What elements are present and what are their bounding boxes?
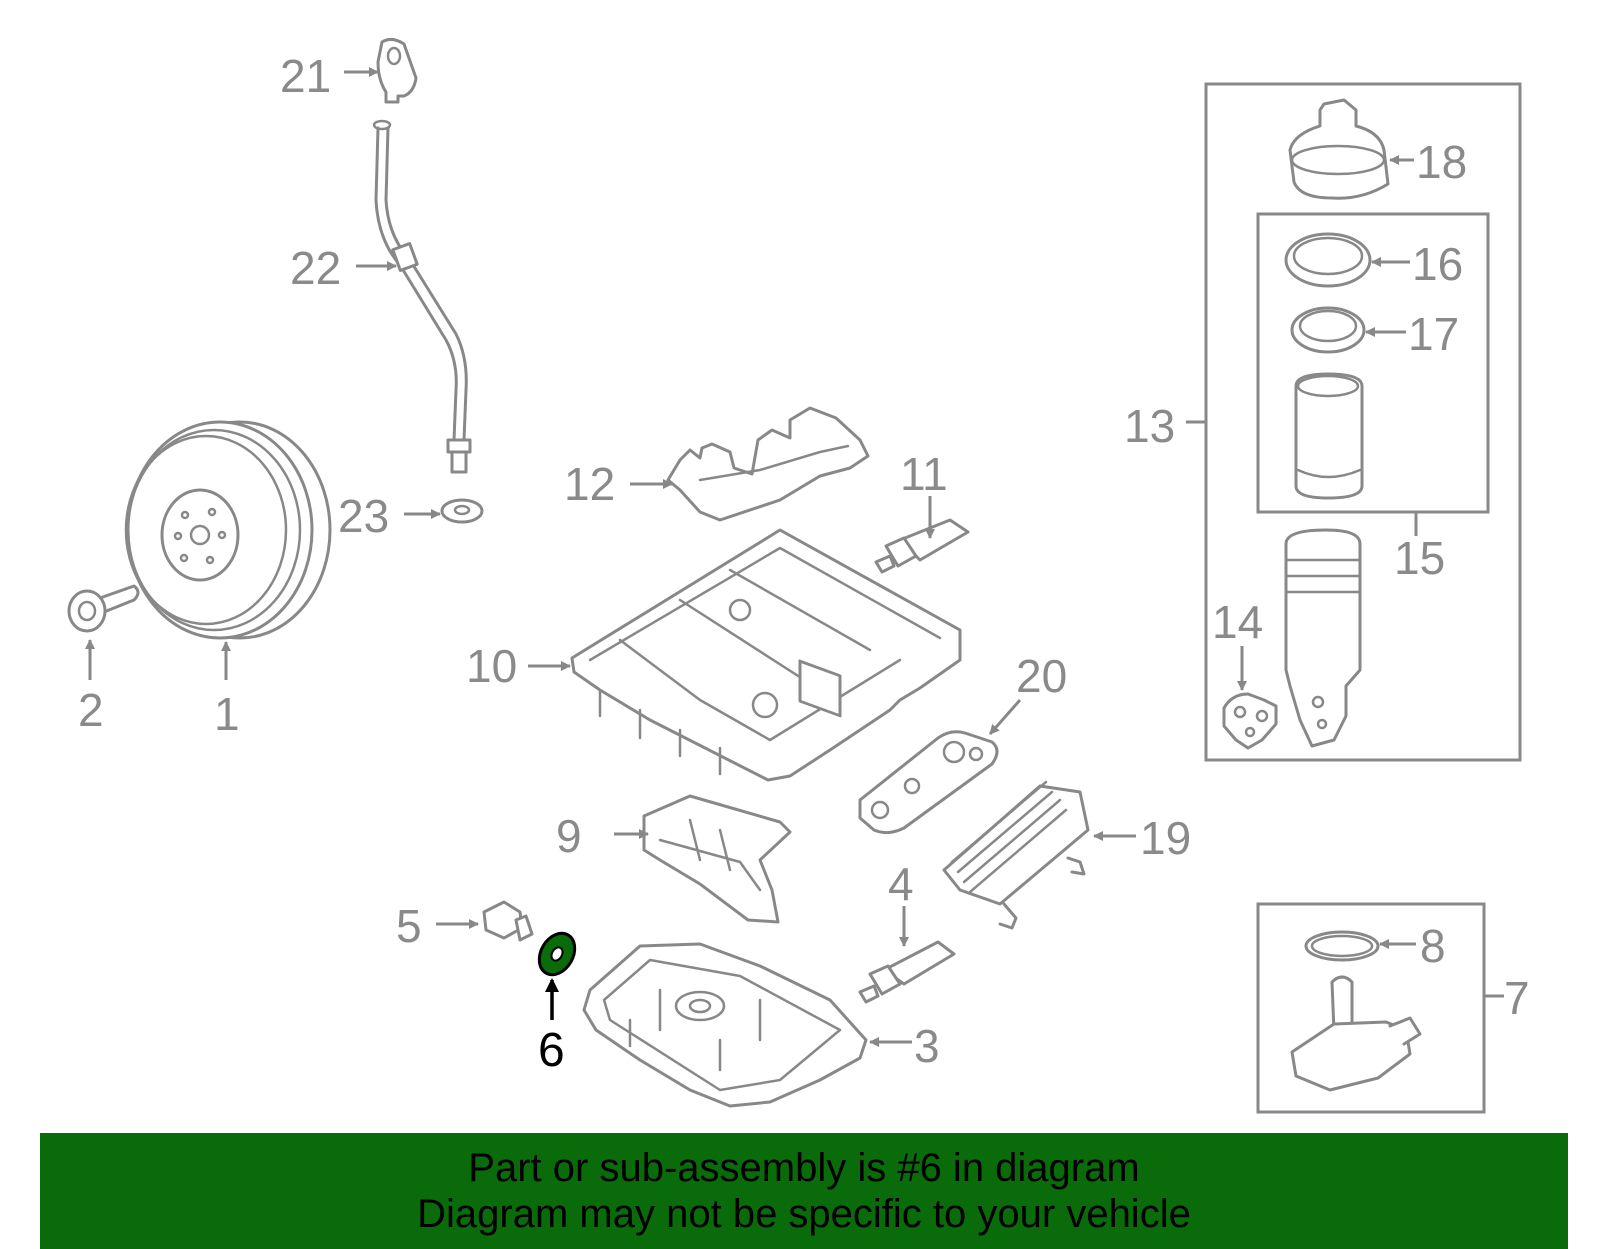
part-17-o-ring[interactable]	[1290, 306, 1366, 354]
part-20-gasket[interactable]	[858, 730, 999, 835]
part-3-lower-oil-pan[interactable]	[582, 942, 868, 1108]
callout-2: 2	[78, 684, 104, 736]
filter-element[interactable]	[1294, 372, 1364, 500]
leader-lines	[85, 67, 1504, 1047]
part-23-washer[interactable]	[440, 498, 484, 524]
part-10-upper-oil-pan[interactable]	[570, 528, 962, 782]
callout-23: 23	[338, 490, 389, 542]
callout-15: 15	[1394, 532, 1445, 584]
callout-19: 19	[1140, 812, 1191, 864]
callout-12: 12	[564, 458, 615, 510]
banner-line-1: Part or sub-assembly is #6 in diagram	[468, 1146, 1140, 1190]
part-4-sealant-tube[interactable]	[858, 940, 956, 1004]
callout-16: 16	[1412, 238, 1463, 290]
callout-5: 5	[396, 900, 422, 952]
part-18-filter-cap[interactable]	[1288, 98, 1390, 200]
callout-6: 6	[538, 1024, 565, 1077]
callout-17: 17	[1408, 308, 1459, 360]
group-7-box	[1256, 902, 1486, 1114]
part-2-bolt[interactable]	[67, 584, 140, 633]
group-15-box	[1256, 212, 1490, 514]
part-16-seal-ring[interactable]	[1284, 232, 1372, 288]
part-12-baffle[interactable]	[666, 406, 870, 522]
callout-9: 9	[556, 810, 582, 862]
callout-7: 7	[1504, 972, 1530, 1024]
part-19-oil-cooler[interactable]	[942, 780, 1090, 930]
part-5-drain-plug[interactable]	[482, 900, 534, 942]
callout-10: 10	[466, 640, 517, 692]
callout-14: 14	[1212, 596, 1263, 648]
oil-level-sensor[interactable]	[1290, 975, 1422, 1092]
callout-labels: 21 22 23 2 1 12 11 10 20 19 9 5 4 3 6 13…	[78, 50, 1530, 1077]
filter-housing[interactable]	[1284, 528, 1362, 748]
callout-22: 22	[290, 242, 341, 294]
part-21-dipstick-handle[interactable]	[376, 37, 418, 104]
callout-3: 3	[914, 1020, 940, 1072]
callout-1: 1	[214, 688, 240, 740]
part-14-housing-gasket[interactable]	[1222, 692, 1278, 750]
part-8-o-ring[interactable]	[1304, 930, 1380, 962]
part-9-baffle-plate[interactable]	[642, 794, 792, 924]
callout-11: 11	[900, 448, 948, 500]
part-11-sealant-tube[interactable]	[874, 518, 970, 574]
callout-13: 13	[1124, 400, 1175, 452]
part-22-dipstick-tube[interactable]	[372, 119, 472, 474]
callout-4: 4	[888, 858, 914, 910]
banner-line-2: Diagram may not be specific to your vehi…	[417, 1192, 1191, 1236]
callout-8: 8	[1420, 920, 1446, 972]
callout-18: 18	[1416, 136, 1467, 188]
info-banner: Part or sub-assembly is #6 in diagram Di…	[40, 1133, 1568, 1249]
part-1-pulley[interactable]	[124, 420, 332, 640]
callout-21: 21	[280, 50, 331, 102]
part-6-seal-highlighted[interactable]	[532, 927, 582, 981]
callout-20: 20	[1016, 650, 1067, 702]
